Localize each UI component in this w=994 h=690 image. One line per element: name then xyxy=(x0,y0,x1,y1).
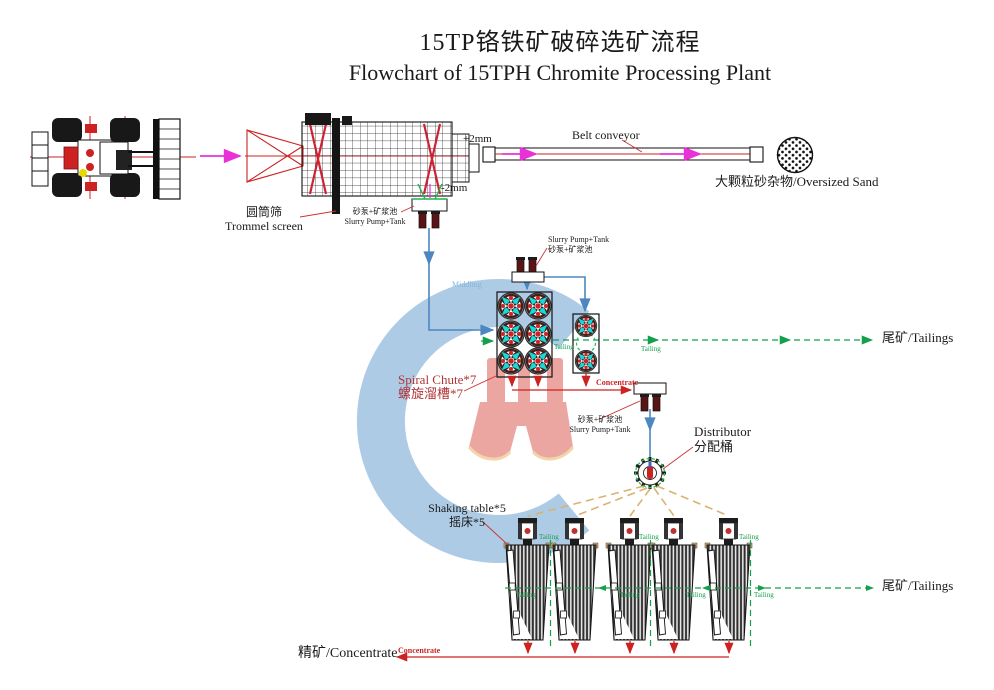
concentrate-lines-bottom xyxy=(395,641,734,662)
pump2-label-en: Slurry Pump+Tank xyxy=(548,235,610,244)
belt-conveyor xyxy=(482,146,764,163)
trommel-label-en: Trommel screen xyxy=(225,218,303,233)
spiral-chute-label-en: Spiral Chute*7 xyxy=(398,372,477,387)
oversized-sand-label: 大颗粒砂杂物/Oversized Sand xyxy=(715,174,879,189)
trommel-label-zh: 圆筒筛 xyxy=(245,205,282,219)
tailing-label-2: Tailing xyxy=(641,345,661,353)
spiral-chute-group-right xyxy=(572,313,600,374)
plus2mm-label: +2mm xyxy=(463,133,492,145)
shaking-table-label-zh: 摇床*5 xyxy=(448,514,485,529)
tailing-label-3: Tailing xyxy=(539,533,559,541)
minus2mm-label: -2mm xyxy=(441,182,468,194)
page-title-zh: 15TP铬铁矿破碎选矿流程 xyxy=(419,30,701,56)
tailing-label-4: Tailing xyxy=(639,533,659,541)
tailing-lines-top xyxy=(481,335,874,346)
middling-label: Middling xyxy=(452,280,482,289)
distributor-label: Distributor 分配桶 xyxy=(694,424,752,455)
distributor-feed-lines xyxy=(527,485,730,517)
undersize-funnel xyxy=(417,183,443,200)
oversized-sand-pile xyxy=(776,136,814,174)
feed-hopper xyxy=(245,129,304,183)
tailing-arrowheads-bottom xyxy=(598,585,874,591)
trommel-screen xyxy=(301,113,480,214)
tailing-label-7: Tailing xyxy=(620,591,640,599)
tailing-label-6: Tailing xyxy=(516,591,536,599)
shaking-table-label: Shaking table*5 摇床*5 xyxy=(416,501,518,530)
slurry-pump-3 xyxy=(633,382,667,412)
slurry-pump-2 xyxy=(511,256,545,283)
pump1-label-en: Slurry Pump+Tank xyxy=(344,216,406,226)
distributor-label-zh: 分配桶 xyxy=(694,438,734,454)
belt-conveyor-label: Belt conveyor xyxy=(572,128,640,142)
pump1-label-zh: 砂泵+矿浆池 xyxy=(352,207,398,216)
slurry-lines xyxy=(423,228,656,459)
slurry-pump-1-label: 砂泵+矿浆池 Slurry Pump+Tank xyxy=(337,207,413,226)
label-leader-lines xyxy=(299,139,694,545)
concentrate-lines-mid xyxy=(507,373,633,395)
pump2-label-zh: 砂泵+矿浆池 xyxy=(548,244,593,254)
distributor-label-en: Distributor xyxy=(694,424,752,439)
tailings-label-bottom: 尾矿/Tailings xyxy=(882,578,954,593)
tailing-label-1: Tailing xyxy=(554,343,574,351)
slurry-pump-3-label: 砂泵+矿浆池 Slurry Pump+Tank xyxy=(568,415,632,434)
tailing-label-5: Tailing xyxy=(739,533,759,541)
pump3-label-zh: 砂泵+矿浆池 xyxy=(577,415,623,424)
spiral-chute-group-left xyxy=(496,291,553,378)
shaking-table-label-en: Shaking table*5 xyxy=(428,501,506,515)
tailing-label-8: Tailing xyxy=(686,591,706,599)
concentrate-mid-label: Concentrate xyxy=(596,378,639,387)
pump3-label-en: Slurry Pump+Tank xyxy=(569,424,631,434)
tailing-label-9: Tailing xyxy=(754,591,774,599)
tailing-lines-bottom xyxy=(505,540,872,646)
trommel-label: 圆筒筛 Trommel screen xyxy=(222,205,306,234)
wheel-loader xyxy=(30,116,196,200)
spiral-chute-label-zh: 螺旋溜槽*7 xyxy=(398,386,464,402)
spiral-chute-label: Spiral Chute*7 螺旋溜槽*7 xyxy=(398,372,477,402)
tailings-label-top: 尾矿/Tailings xyxy=(882,330,954,345)
distributor xyxy=(634,457,666,489)
concentrate-final-label: 精矿/Concentrate xyxy=(298,646,398,661)
concentrate-bottom-red-label: Concentrate xyxy=(398,646,441,655)
slurry-pump-1 xyxy=(411,198,448,229)
page-title-en: Flowchart of 15TPH Chromite Processing P… xyxy=(348,60,772,85)
slurry-pump-2-label: Slurry Pump+Tank 砂泵+矿浆池 xyxy=(548,235,609,254)
spiral-chute-illustration xyxy=(467,358,575,461)
